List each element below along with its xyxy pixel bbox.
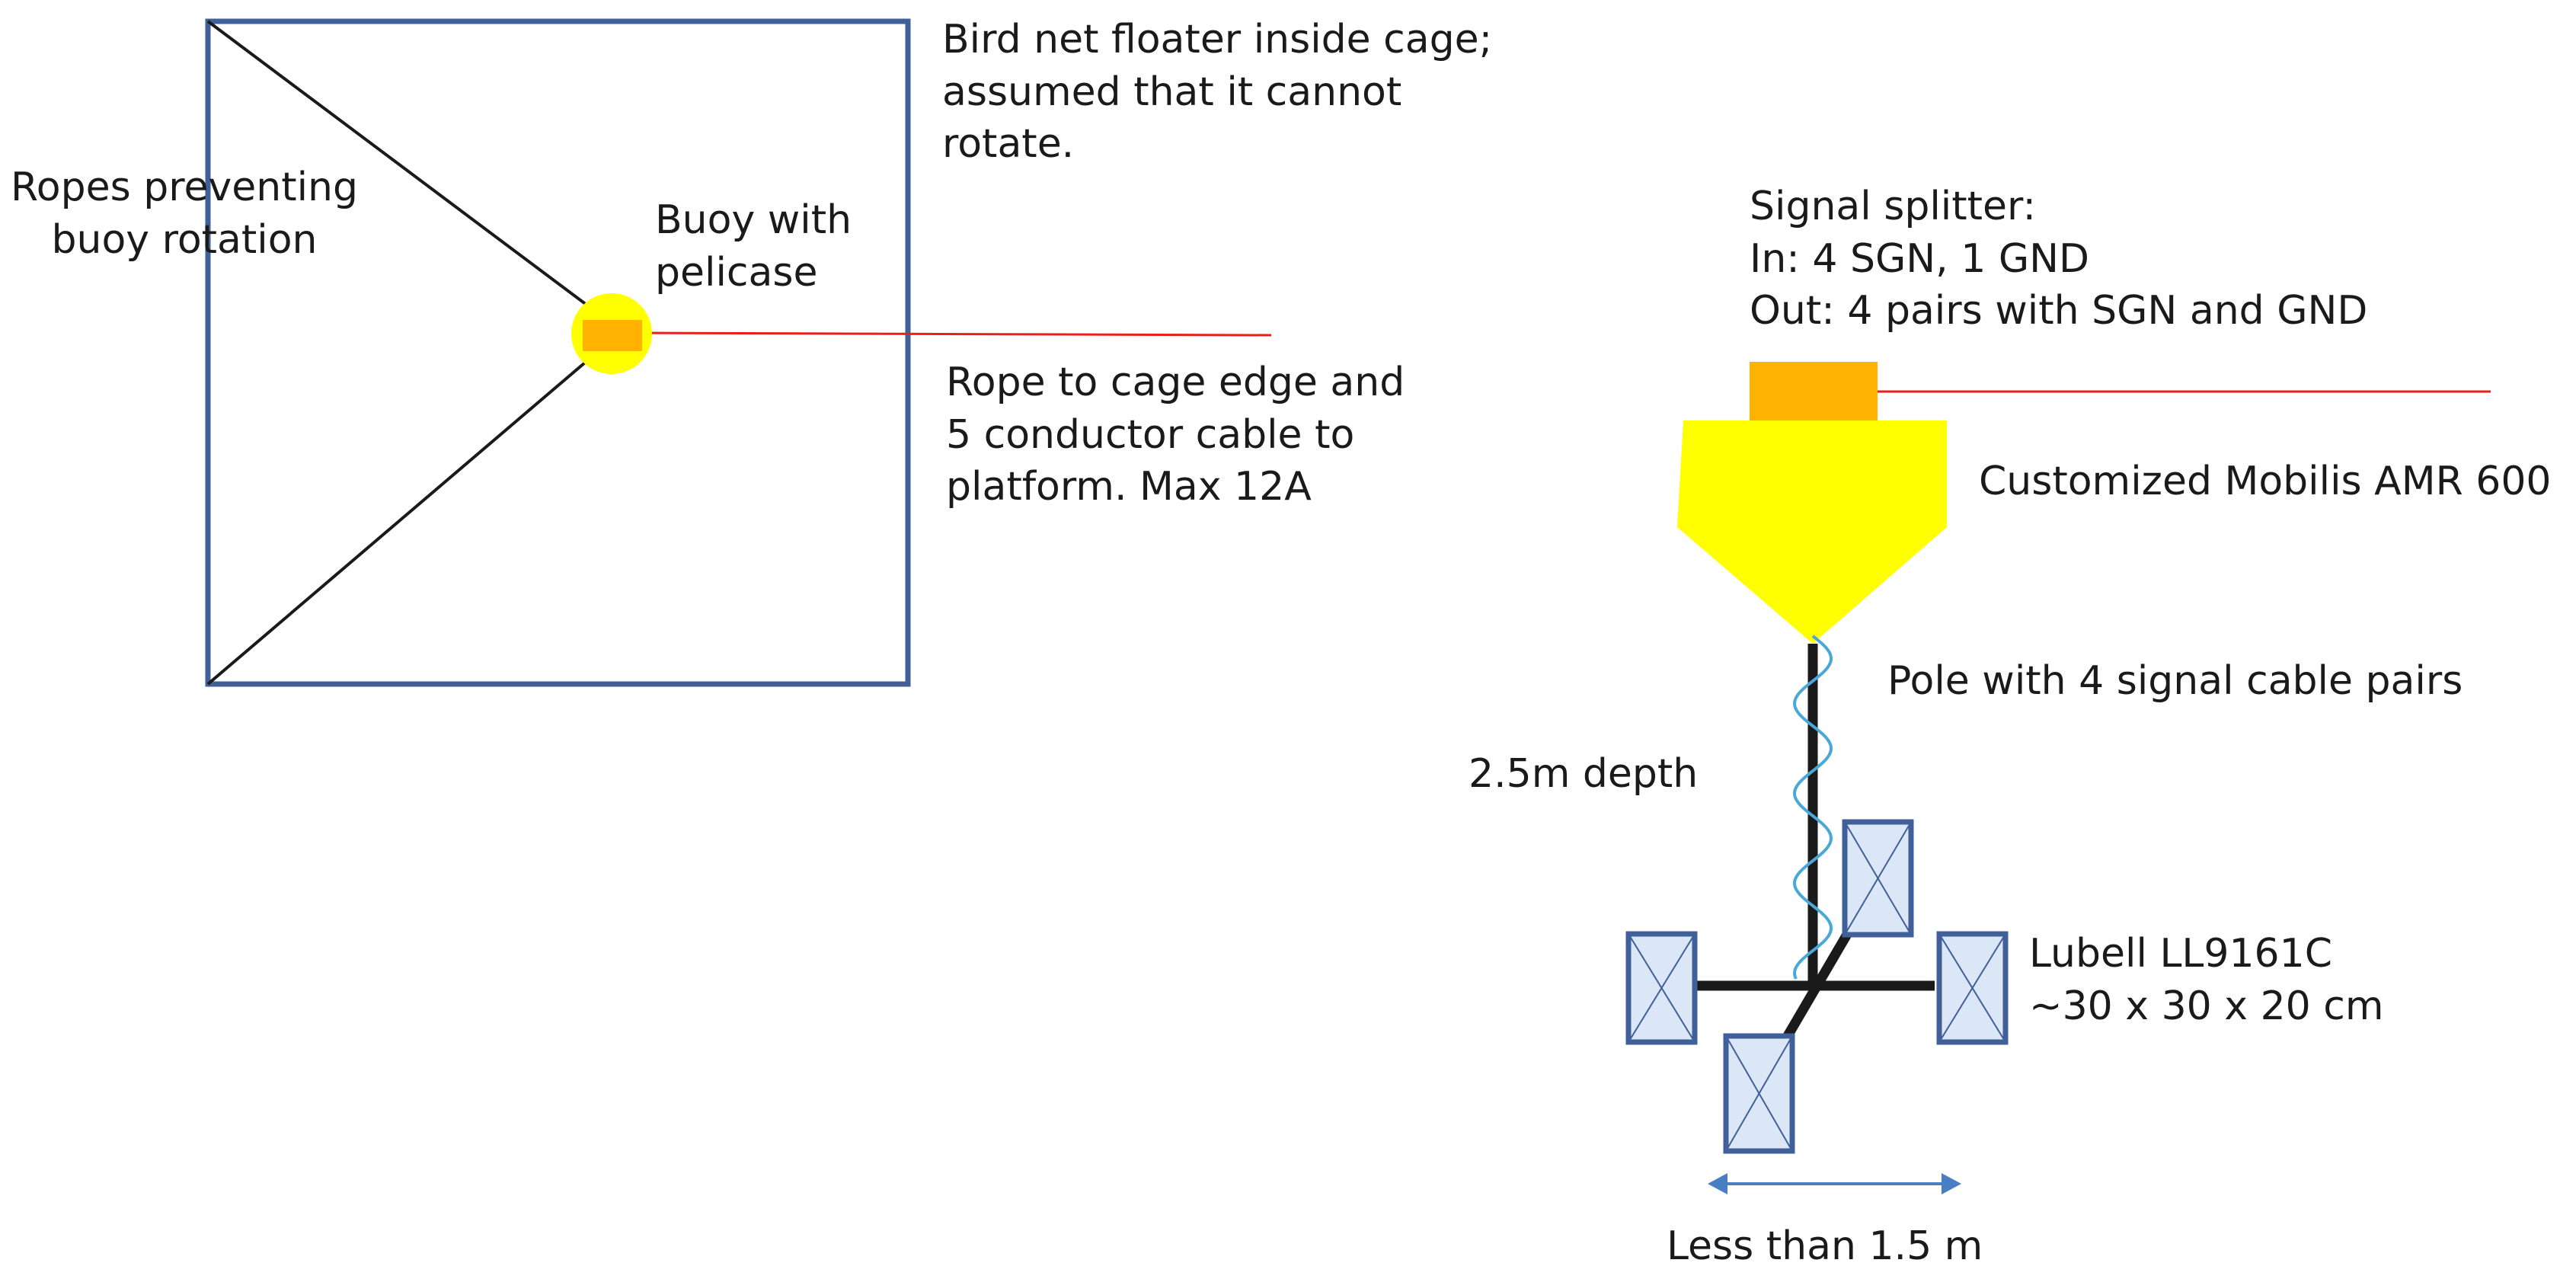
rope-cable-line-3: platform. Max 12A: [946, 464, 1312, 510]
speaker-top-crossed-box-icon: [1842, 819, 1914, 938]
splitter-line-3: Out: 4 pairs with SGN and GND: [1750, 288, 2368, 334]
speaker-right-crossed-box-icon: [1936, 931, 2009, 1045]
floater-line-2: assumed that it cannot: [942, 69, 1402, 115]
lubell-line-1: Lubell LL9161C: [2029, 931, 2333, 977]
rope-lower: [206, 357, 592, 686]
mobilis-body: [1677, 420, 1947, 644]
splitter-line-1: Signal splitter:: [1750, 184, 2037, 229]
mobilis-label: Customized Mobilis AMR 600: [1979, 459, 2552, 504]
floater-note: Bird net floater inside cage; assumed th…: [942, 14, 1492, 171]
rope-cable-line-2: 5 conductor cable to: [946, 411, 1355, 458]
ropes-line-2: buoy rotation: [51, 216, 318, 263]
lubell-line-2: ~30 x 30 x 20 cm: [2029, 983, 2384, 1029]
signal-cable-coil: [1792, 635, 1833, 980]
depth-label: 2.5m depth: [1469, 751, 1699, 797]
splitter-note: Signal splitter: In: 4 SGN, 1 GND Out: 4…: [1750, 181, 2367, 337]
speaker-bottom-crossed-box-icon: [1723, 1033, 1795, 1154]
rope-cable-note: Rope to cage edge and 5 conductor cable …: [946, 357, 1405, 513]
rope-upper: [206, 20, 588, 306]
ropes-line-1: Ropes preventing: [11, 165, 358, 210]
pelicase-box: [583, 320, 642, 351]
buoy-line-1: Buoy with: [655, 197, 852, 243]
floater-line-3: rotate.: [942, 121, 1075, 168]
rope-cable-line-1: Rope to cage edge and: [946, 360, 1405, 405]
signal-splitter-box: [1750, 362, 1878, 430]
speaker-left-crossed-box-icon: [1625, 931, 1698, 1045]
cage-outline: [205, 18, 911, 687]
pole-label: Pole with 4 signal cable pairs: [1887, 658, 2463, 704]
splitter-line-2: In: 4 SGN, 1 GND: [1750, 235, 2090, 282]
ropes-note: Ropes preventing buoy rotation: [11, 161, 358, 266]
floater-line-1: Bird net floater inside cage;: [942, 17, 1493, 62]
lubell-note: Lubell LL9161C ~30 x 30 x 20 cm: [2029, 928, 2384, 1032]
width-label: Less than 1.5 m: [1667, 1223, 1983, 1269]
width-double-arrow-icon: [1708, 1173, 1961, 1194]
red-cable-left: [635, 331, 1272, 337]
buoy-line-2: pelicase: [655, 249, 818, 296]
buoy-note: Buoy with pelicase: [655, 194, 852, 299]
